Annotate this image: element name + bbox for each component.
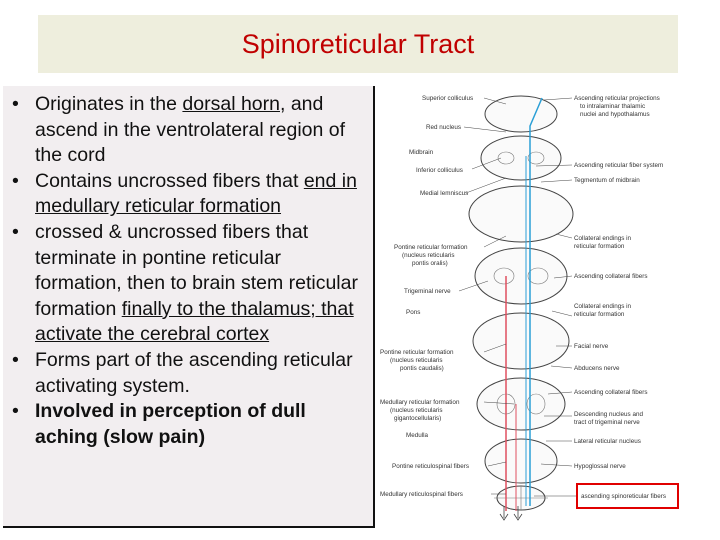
- section-medulla: [476, 377, 566, 431]
- label-pontine-rf-line2: (nucleus reticularis: [402, 252, 455, 259]
- title-bar: Spinoreticular Tract: [38, 15, 678, 73]
- slide-title: Spinoreticular Tract: [241, 29, 475, 59]
- label-ascending-projections-line3: nuclei and hypothalamus: [580, 111, 650, 118]
- label-ascending-projections: Ascending reticular projections: [574, 95, 660, 102]
- section-upper-pons: [468, 185, 574, 243]
- section-lower-pons: [472, 312, 570, 370]
- label-pontine-reticulospinal: Pontine reticulospinal fibers: [392, 463, 469, 470]
- bullet-text: Involved in perception of dull aching (s…: [35, 400, 306, 448]
- label-ascending-projections-line2: to intralaminar thalamic: [580, 103, 645, 110]
- bullet-item: •crossed & uncrossed fibers that termina…: [12, 220, 358, 346]
- label-descending-nucleus: Descending nucleus and: [574, 411, 643, 418]
- label-hypoglossal-nerve: Hypoglossal nerve: [574, 463, 626, 470]
- label-collateral-endings-line2: reticular formation: [574, 243, 625, 250]
- bullet-text-box: •Originates in the dorsal horn, and asce…: [3, 86, 375, 528]
- label-pontine-rf-2-line2: (nucleus reticularis: [390, 357, 443, 364]
- bullet-text: Originates in the dorsal horn, and ascen…: [35, 93, 346, 167]
- bullet-text: crossed & uncrossed fibers that terminat…: [35, 220, 358, 346]
- label-medullary-reticulospinal: Medullary reticulospinal fibers: [380, 491, 463, 498]
- brainstem-diagram-svg: Superior colliculus Red nucleus Midbrain…: [380, 95, 679, 521]
- label-lateral-reticular-nucleus: Lateral reticular nucleus: [574, 438, 641, 445]
- label-collateral-endings-2-line2: reticular formation: [574, 311, 625, 318]
- right-leader-lines: [534, 97, 576, 497]
- brainstem-diagram: Superior colliculus Red nucleus Midbrain…: [376, 86, 706, 526]
- ascending-fiber-path: [529, 97, 543, 506]
- bullet-text: Contains uncrossed fibers that end in me…: [35, 169, 357, 218]
- label-ascending-collateral-2: Ascending collateral fibers: [574, 389, 648, 396]
- bullet-item: •Forms part of the ascending reticular a…: [12, 348, 353, 397]
- label-medullary-rf-line2: (nucleus reticularis: [390, 407, 443, 414]
- label-pontine-rf-line3: pontis oralis): [412, 260, 448, 267]
- label-pontine-rf: Pontine reticular formation: [394, 244, 468, 251]
- label-ascending-collateral: Ascending collateral fibers: [574, 273, 648, 280]
- section-lower-medulla: [484, 438, 558, 484]
- section-pons: [474, 247, 568, 305]
- label-spinoreticular-fibers: ascending spinoreticular fibers: [581, 493, 666, 500]
- label-abducens-nerve: Abducens nerve: [574, 365, 620, 372]
- left-leader-lines: [458, 97, 515, 495]
- label-pontine-rf-2-line3: pontis caudalis): [400, 365, 444, 372]
- label-collateral-endings-2: Collateral endings in: [574, 303, 632, 310]
- label-red-nucleus: Red nucleus: [426, 124, 461, 131]
- label-midbrain: Midbrain: [409, 149, 434, 156]
- label-superior-colliculus: Superior colliculus: [422, 95, 473, 102]
- label-medial-lemniscus: Medial lemniscus: [420, 190, 468, 197]
- label-medullary-rf: Medullary reticular formation: [380, 399, 460, 406]
- label-descending-nucleus-line2: tract of trigeminal nerve: [574, 419, 640, 426]
- down-arrow-icon: [513, 506, 523, 521]
- label-medullary-rf-line3: gigantocellularis): [394, 415, 441, 422]
- label-trigeminal-nerve: Trigeminal nerve: [404, 288, 451, 295]
- bullet-item: •Involved in perception of dull aching (…: [12, 400, 306, 448]
- highlight-box: [576, 483, 679, 509]
- label-pontine-rf-2: Pontine reticular formation: [380, 349, 454, 356]
- bullet-item: •Contains uncrossed fibers that end in m…: [12, 169, 357, 218]
- label-ascending-fiber-system: Ascending reticular fiber system: [574, 162, 663, 169]
- label-tegmentum: Tegmentum of midbrain: [574, 177, 640, 184]
- label-collateral-endings: Collateral endings in: [574, 235, 632, 242]
- label-pons: Pons: [406, 309, 420, 316]
- bullet-list: •Originates in the dorsal horn, and asce…: [7, 92, 371, 450]
- bullet-item: •Originates in the dorsal horn, and asce…: [12, 93, 346, 167]
- section-midbrain: [480, 135, 562, 181]
- brainstem-sections: [468, 95, 574, 511]
- down-arrow-icon: [499, 506, 509, 521]
- bullet-text: Forms part of the ascending reticular ac…: [35, 348, 353, 397]
- label-medulla: Medulla: [406, 432, 429, 439]
- label-inferior-colliculus: Inferior colliculus: [416, 167, 463, 174]
- label-facial-nerve: Facial nerve: [574, 343, 609, 350]
